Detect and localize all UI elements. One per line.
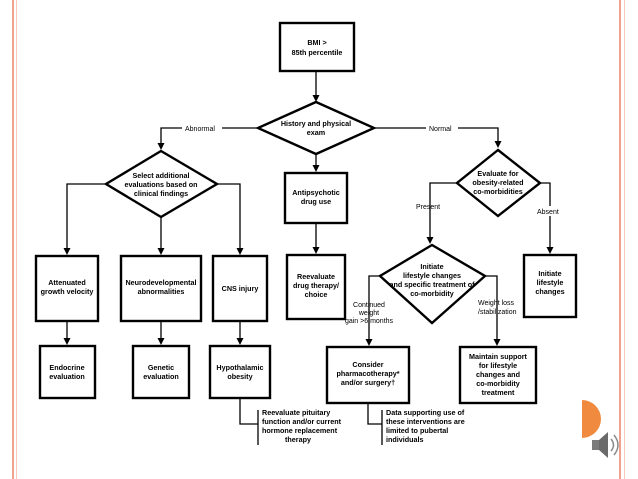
note-data-line-1: Data supporting use of <box>386 408 465 417</box>
node-ils-line-2: lifestyle changes <box>403 271 461 280</box>
node-attenuated: Attenuated growth velocity <box>34 254 100 323</box>
node-select-line-2: evaluations based on <box>124 180 197 189</box>
node-maintain: Maintain support for lifestyle changes a… <box>458 345 538 405</box>
node-hypothalamic: Hypothalamic obesity <box>208 344 272 400</box>
node-maintain-line-1: Maintain support <box>469 352 528 361</box>
node-ils-line-1: Initiate <box>420 262 443 271</box>
node-endocrine-line-2: evaluation <box>49 372 85 381</box>
node-consider-line-3: and/or surgery† <box>341 378 395 387</box>
node-reevaluate-drug: Reevaluate drug therapy/ choice <box>285 253 347 321</box>
node-evaluate-line-2: obesity-related <box>472 178 523 187</box>
node-genetic-line-1: Genetic <box>148 363 174 372</box>
slide-frame-left <box>12 0 14 479</box>
node-maintain-line-4: co-morbidity <box>476 379 520 388</box>
speaker-icon[interactable] <box>592 432 619 458</box>
node-history: History and physical exam <box>255 100 377 156</box>
node-antipsychotic-line-1: Antipsychotic <box>292 188 340 197</box>
node-select-line-1: Select additional <box>132 171 189 180</box>
node-genetic: Genetic evaluation <box>131 344 191 400</box>
node-consider: Consider pharmacotherapy* and/or surgery… <box>325 345 411 405</box>
node-maintain-line-2: for lifestyle <box>479 361 517 370</box>
note-data-line-2: these interventions are <box>386 417 465 426</box>
node-cns: CNS injury <box>211 254 269 323</box>
node-consider-line-2: pharmacotherapy* <box>336 369 399 378</box>
node-initiate-lifestyle-specific: Initiate lifestyle changes and specific … <box>377 243 488 325</box>
note-pituitary-line-3: hormone replacement <box>262 426 338 435</box>
node-genetic-line-2: evaluation <box>143 372 179 381</box>
node-hypothalamic-line-1: Hypothalamic <box>216 363 263 372</box>
edge-absent: Absent <box>537 209 559 216</box>
node-neurodevelopmental: Neurodevelopmental abnormalities <box>119 254 203 323</box>
node-endocrine-line-1: Endocrine <box>49 363 84 372</box>
node-initiate-lifestyle: Initiate lifestyle changes <box>522 253 578 319</box>
node-attenuated-line-2: growth velocity <box>41 287 94 296</box>
node-bmi: BMI > 85th percentile <box>278 21 356 73</box>
note-data-line-3: limited to pubertal <box>386 426 448 435</box>
node-endocrine: Endocrine evaluation <box>38 344 97 400</box>
node-attenuated-line-1: Attenuated <box>48 278 86 287</box>
node-select-additional: Select additional evaluations based on c… <box>103 149 220 219</box>
node-evaluate-comorbid: Evaluate for obesity-related co-morbidit… <box>455 148 542 218</box>
note-data: Data supporting use of these interventio… <box>381 408 465 445</box>
edge-weight-loss-2: /stabilization <box>478 309 517 316</box>
node-ils-line-4: co-morbidity <box>410 289 454 298</box>
node-maintain-line-3: changes and <box>476 370 520 379</box>
orange-circle-badge <box>582 400 601 438</box>
edge-present: Present <box>416 204 440 211</box>
node-evaluate-line-3: co-morbidities <box>473 187 523 196</box>
edge-abnormal: Abnormal <box>185 126 215 133</box>
node-reevaluate-line-1: Reevaluate <box>297 272 335 281</box>
node-neuro-line-2: abnormalities <box>138 287 185 296</box>
node-history-line-2: exam <box>307 128 325 137</box>
node-neuro-line-1: Neurodevelopmental <box>125 278 196 287</box>
edge-normal: Normal <box>429 126 452 133</box>
note-pituitary-line-1: Reevaluate pituitary <box>262 408 330 417</box>
slide-frame-left-inner <box>16 0 17 479</box>
node-evaluate-line-1: Evaluate for <box>477 169 518 178</box>
note-pituitary: Reevaluate pituitary function and/or cur… <box>257 408 342 445</box>
slide-frame-right <box>619 0 621 479</box>
node-il-line-1: Initiate <box>538 269 561 278</box>
node-hypothalamic-line-2: obesity <box>227 372 252 381</box>
node-history-line-1: History and physical <box>281 119 351 128</box>
node-bmi-line-1: BMI > <box>307 38 326 47</box>
node-reevaluate-line-2: drug therapy/ <box>293 281 339 290</box>
node-il-line-2: lifestyle <box>537 278 564 287</box>
node-antipsychotic: Antipsychotic drug use <box>283 171 349 225</box>
edge-weight-loss-1: Weight loss <box>478 300 515 307</box>
note-pituitary-line-2: function and/or current <box>262 417 342 426</box>
note-pituitary-line-4: therapy <box>285 435 311 444</box>
edge-continued-1: Continued <box>353 302 385 309</box>
edge-continued-3: gain >6 months <box>345 318 394 325</box>
node-ils-line-3: and specific treatment of <box>389 280 475 289</box>
slide-frame-right-inner <box>624 0 625 479</box>
node-reevaluate-line-3: choice <box>305 290 328 299</box>
edge-continued-2: weight <box>358 310 379 317</box>
node-select-line-3: clinical findings <box>134 189 188 198</box>
connectors <box>63 71 554 425</box>
node-bmi-line-2: 85th percentile <box>292 48 343 57</box>
node-cns-line-1: CNS injury <box>222 284 259 293</box>
node-il-line-3: changes <box>535 287 564 296</box>
node-antipsychotic-line-2: drug use <box>301 197 331 206</box>
edge-labels: Abnormal Normal Present Absent Continued… <box>182 123 566 325</box>
note-data-line-4: individuals <box>386 435 424 444</box>
node-consider-line-1: Consider <box>352 360 383 369</box>
node-maintain-line-5: treatment <box>482 388 515 397</box>
